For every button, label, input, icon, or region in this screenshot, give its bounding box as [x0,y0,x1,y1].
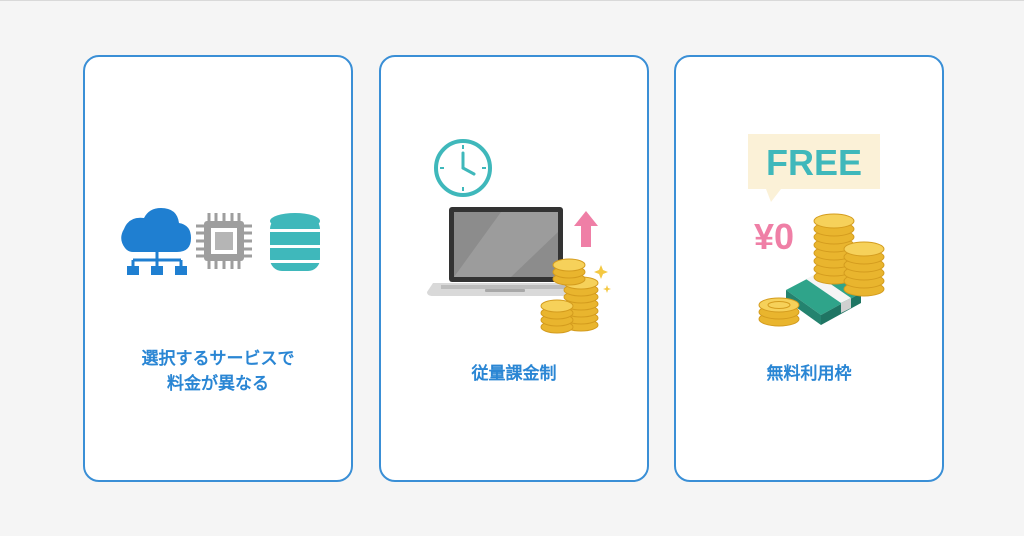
card-free-tier: FREE ¥0 無料利用枠 [674,55,944,482]
coin-stack-icon [758,213,885,327]
cloud-network-icon [121,208,191,275]
card-service-pricing: 選択するサービスで 料金が異なる [83,55,353,482]
card-label: 従量課金制 [471,364,557,384]
card-illustration: FREE ¥0 [748,134,885,327]
free-badge: FREE [766,142,862,183]
card-label: 無料利用枠 [766,364,852,384]
card-pay-as-you-go: 従量課金制 [379,55,649,482]
card-illustration [427,139,611,334]
clock-icon [434,139,492,197]
laptop-icon [427,207,585,296]
top-divider [0,0,1024,1]
speech-bubble-icon [748,134,880,202]
coin-stack-icon [540,258,599,334]
card-illustration [121,208,320,275]
database-icon [270,213,320,271]
card-label: 選択するサービスで 料金が異なる [141,349,295,394]
up-arrow-icon [574,211,598,247]
cpu-chip-icon [196,213,252,269]
price-text: ¥0 [754,216,794,257]
